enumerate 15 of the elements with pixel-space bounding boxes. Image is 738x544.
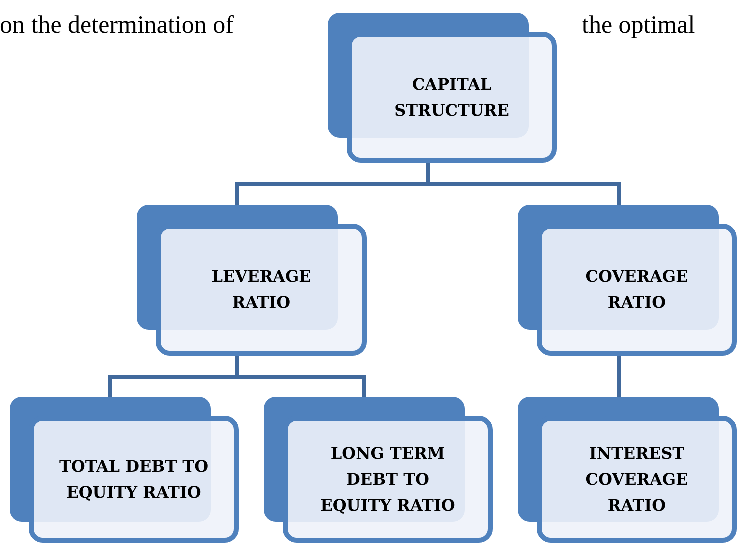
stacked-box [518, 397, 737, 543]
body-text: on the determination of [0, 11, 234, 41]
stacked-box [328, 13, 557, 163]
stacked-box [137, 205, 367, 356]
box-label: LONG TERM DEBT TO EQUITY RATIO [320, 442, 456, 516]
box-label: CAPITAL STRUCTURE [394, 74, 510, 122]
stacked-box [518, 205, 737, 356]
box-label: INTEREST COVERAGE RATIO [584, 442, 690, 516]
stacked-box [10, 397, 239, 543]
connector-line [617, 356, 621, 397]
box-label: COVERAGE RATIO [584, 266, 690, 314]
body-text: the optimal [582, 11, 696, 41]
stacked-box [264, 397, 493, 543]
box-label: LEVERAGE RATIO [210, 266, 312, 314]
box-label: TOTAL DEBT TO EQUITY RATIO [58, 456, 210, 504]
